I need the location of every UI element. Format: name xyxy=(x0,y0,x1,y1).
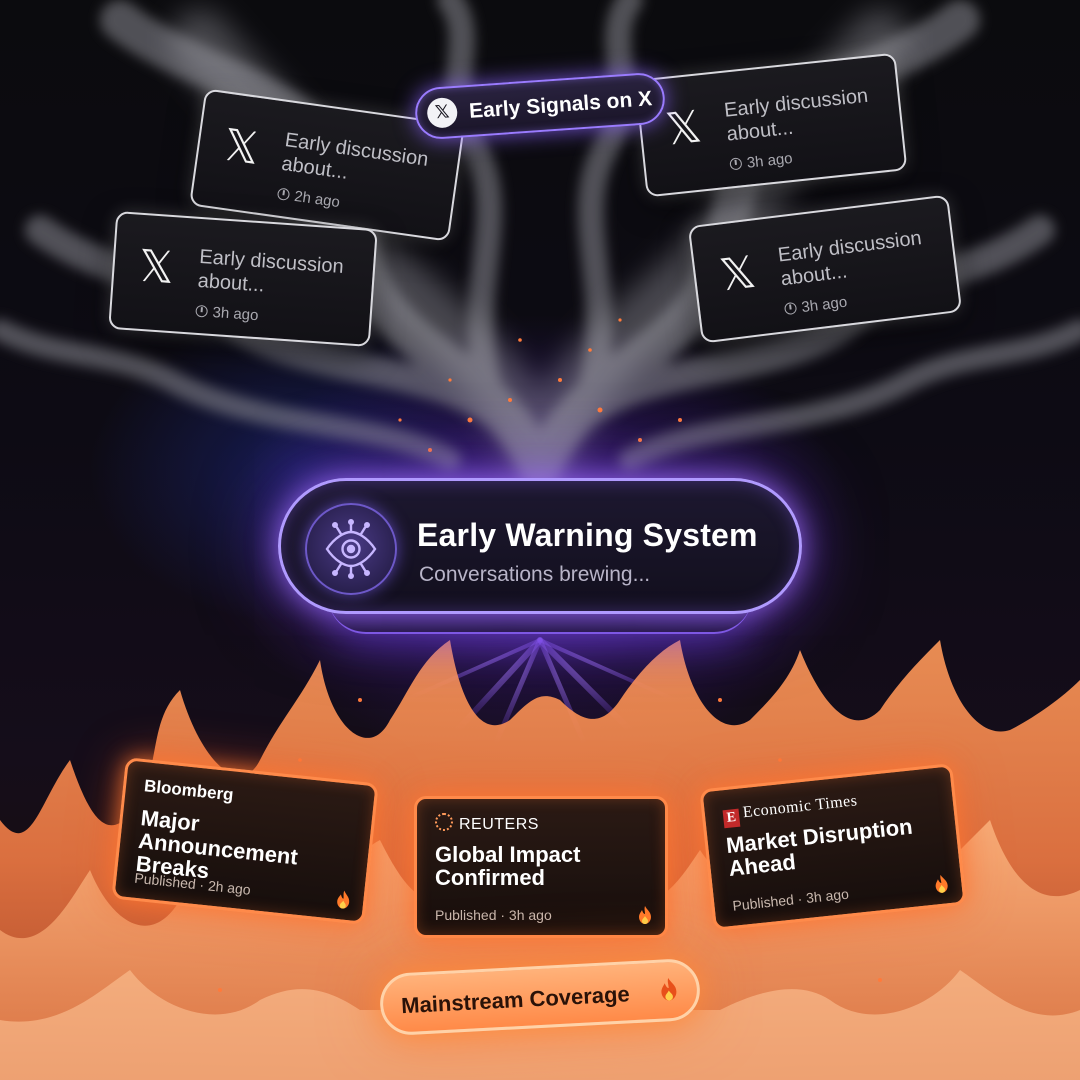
panel-subtitle: Conversations brewing... xyxy=(419,563,651,586)
reuters-logo-icon xyxy=(435,813,453,831)
clock-icon xyxy=(783,301,798,316)
clock-icon xyxy=(729,157,743,171)
early-signals-label: Early Signals on X xyxy=(468,87,653,123)
clock-icon xyxy=(276,187,291,202)
flame-icon xyxy=(661,978,677,1001)
x-card-text: Early discussion about... xyxy=(776,227,923,291)
flame-icon xyxy=(935,874,948,893)
news-card-bloomberg[interactable]: Bloomberg Major Announcement Breaks Publ… xyxy=(111,757,379,925)
x-card-time: 3h ago xyxy=(783,294,848,319)
x-logo-icon: 𝕏 xyxy=(717,246,759,302)
et-logo-icon: E xyxy=(722,808,741,829)
news-meta: Published · 3h ago xyxy=(435,907,552,923)
x-card-text: Early discussion about... xyxy=(196,245,345,297)
eye-circuit-icon xyxy=(305,503,397,595)
x-card-time: 3h ago xyxy=(729,150,793,173)
x-logo-icon: 𝕏 xyxy=(136,240,176,295)
x-card-time: 3h ago xyxy=(195,303,259,324)
news-meta: Published · 3h ago xyxy=(731,885,850,914)
brand-bloomberg: Bloomberg xyxy=(143,776,235,805)
mainstream-coverage-label: Mainstream Coverage xyxy=(400,981,631,1019)
clock-icon xyxy=(195,304,209,318)
early-warning-panel[interactable]: Early Warning System Conversations brewi… xyxy=(278,478,802,640)
early-warning-card[interactable]: Early Warning System Conversations brewi… xyxy=(278,478,802,614)
x-logo-icon: 𝕏 xyxy=(220,119,263,176)
panel-title: Early Warning System xyxy=(417,517,758,553)
news-headline: Global Impact Confirmed xyxy=(435,842,581,891)
flame-icon xyxy=(337,890,350,909)
x-signal-card[interactable]: 𝕏 Early discussion about... 3h ago xyxy=(108,211,378,347)
x-logo-icon: 𝕏 xyxy=(663,101,704,156)
news-card-reuters[interactable]: REUTERS Global Impact Confirmed Publishe… xyxy=(414,796,668,938)
mainstream-coverage-pill[interactable]: Mainstream Coverage xyxy=(378,957,702,1037)
brand-reuters: REUTERS xyxy=(435,813,539,834)
x-logo-icon: 𝕏 xyxy=(426,96,459,129)
x-card-text: Early discussion about... xyxy=(723,84,870,146)
x-card-time: 2h ago xyxy=(276,185,341,211)
flame-icon xyxy=(639,906,651,924)
